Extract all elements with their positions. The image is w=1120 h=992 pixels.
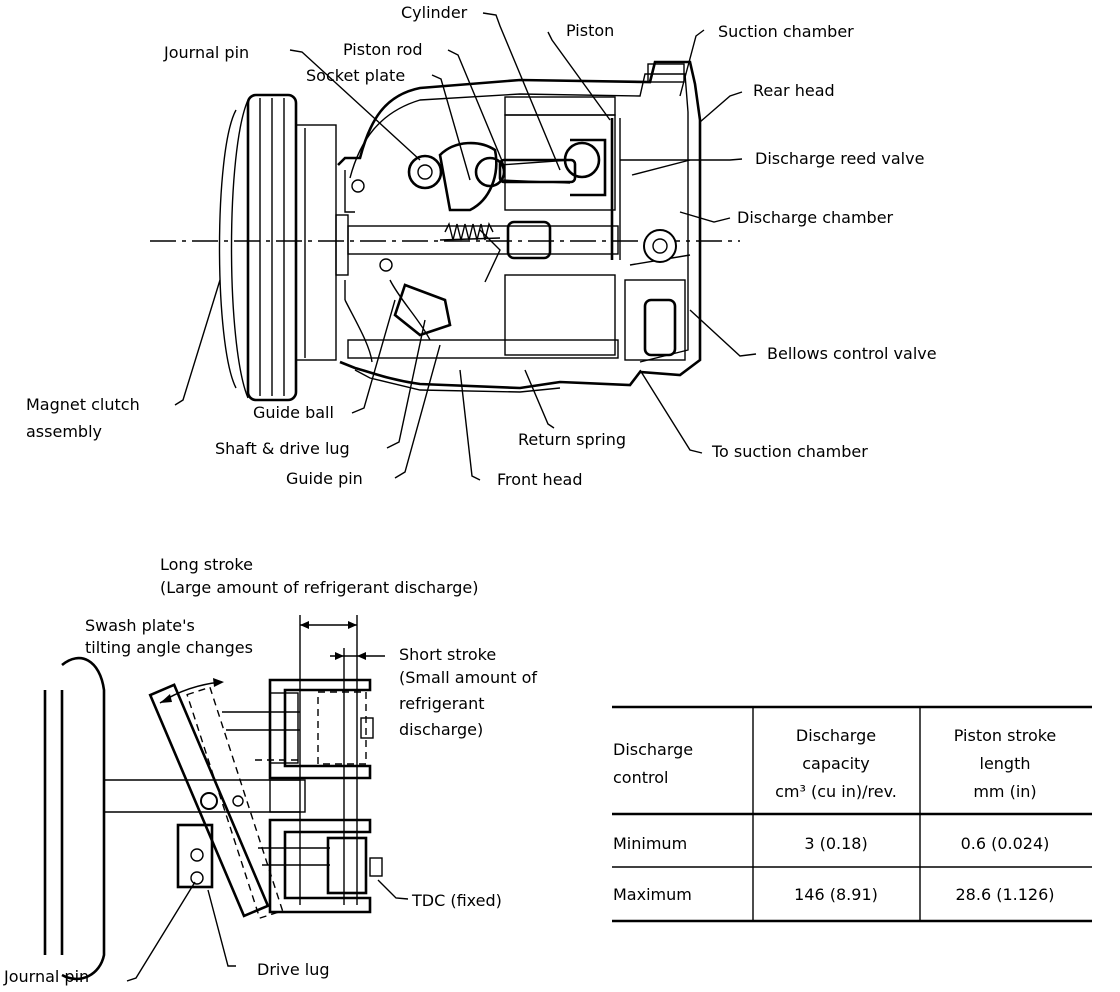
label-drive-lug: Drive lug	[257, 960, 329, 979]
label-short-stroke: Short stroke	[399, 645, 496, 664]
label-short-stroke-desc2: refrigerant	[399, 694, 485, 713]
label-shaft-drive-lug: Shaft & drive lug	[215, 439, 350, 458]
label-short-stroke-desc1: (Small amount of	[399, 668, 537, 687]
label-socket-plate: Socket plate	[306, 66, 405, 85]
table-header-stroke-2: length	[980, 754, 1031, 773]
label-guide-ball: Guide ball	[253, 403, 334, 422]
table-header-stroke-3: mm (in)	[973, 782, 1036, 801]
table-row-minimum-capacity: 3 (0.18)	[804, 834, 867, 853]
label-long-stroke-desc: (Large amount of refrigerant discharge)	[160, 578, 479, 597]
label-rear-head: Rear head	[753, 81, 835, 100]
magnet-clutch-pulley	[218, 93, 349, 402]
label-discharge-chamber: Discharge chamber	[737, 208, 894, 227]
label-to-suction-chamber: To suction chamber	[711, 442, 868, 461]
label-tdc: TDC (fixed)	[411, 891, 502, 910]
stroke-labels: Long stroke (Large amount of refrigerant…	[3, 555, 537, 986]
discharge-table: Discharge control Discharge capacity cm³…	[612, 705, 1092, 923]
label-magnet-clutch-assembly: assembly	[26, 422, 102, 441]
table-header-stroke-1: Piston stroke	[954, 726, 1057, 745]
label-suction-chamber: Suction chamber	[718, 22, 854, 41]
label-short-stroke-desc3: discharge)	[399, 720, 483, 739]
compressor-housing	[337, 60, 702, 393]
label-discharge-reed-valve: Discharge reed valve	[755, 149, 924, 168]
label-return-spring: Return spring	[518, 430, 626, 449]
stroke-diagram	[43, 615, 409, 982]
top-leader-lines	[174, 12, 757, 481]
table-row-maximum-label: Maximum	[613, 885, 692, 904]
label-magnet-clutch: Magnet clutch	[26, 395, 140, 414]
label-swash-plate: Swash plate's	[85, 616, 195, 635]
label-cylinder: Cylinder	[401, 3, 468, 22]
label-bellows-control-valve: Bellows control valve	[767, 344, 937, 363]
table-row-minimum-stroke: 0.6 (0.024)	[961, 834, 1050, 853]
table-header-capacity-1: Discharge	[796, 726, 876, 745]
table-row-maximum-capacity: 146 (8.91)	[794, 885, 878, 904]
compressor-cross-section	[150, 60, 740, 402]
label-front-head: Front head	[497, 470, 583, 489]
label-piston: Piston	[566, 21, 614, 40]
table-row-minimum-label: Minimum	[613, 834, 687, 853]
label-tilting-angle: tilting angle changes	[85, 638, 253, 657]
table-row-maximum-stroke: 28.6 (1.126)	[956, 885, 1055, 904]
top-labels: Cylinder Piston Suction chamber Journal …	[26, 3, 937, 489]
table-header-control-2: control	[613, 768, 668, 787]
table-header-capacity-2: capacity	[802, 754, 870, 773]
table-header-capacity-3: cm³ (cu in)/rev.	[775, 782, 897, 801]
piston-assembly	[389, 138, 607, 341]
label-guide-pin: Guide pin	[286, 469, 363, 488]
label-journal-pin-top: Journal pin	[163, 43, 249, 62]
table-header-control-1: Discharge	[613, 740, 693, 759]
label-long-stroke: Long stroke	[160, 555, 253, 574]
drive-shaft	[150, 220, 740, 359]
label-journal-pin-bottom: Journal pin	[3, 967, 89, 986]
label-piston-rod: Piston rod	[343, 40, 423, 59]
